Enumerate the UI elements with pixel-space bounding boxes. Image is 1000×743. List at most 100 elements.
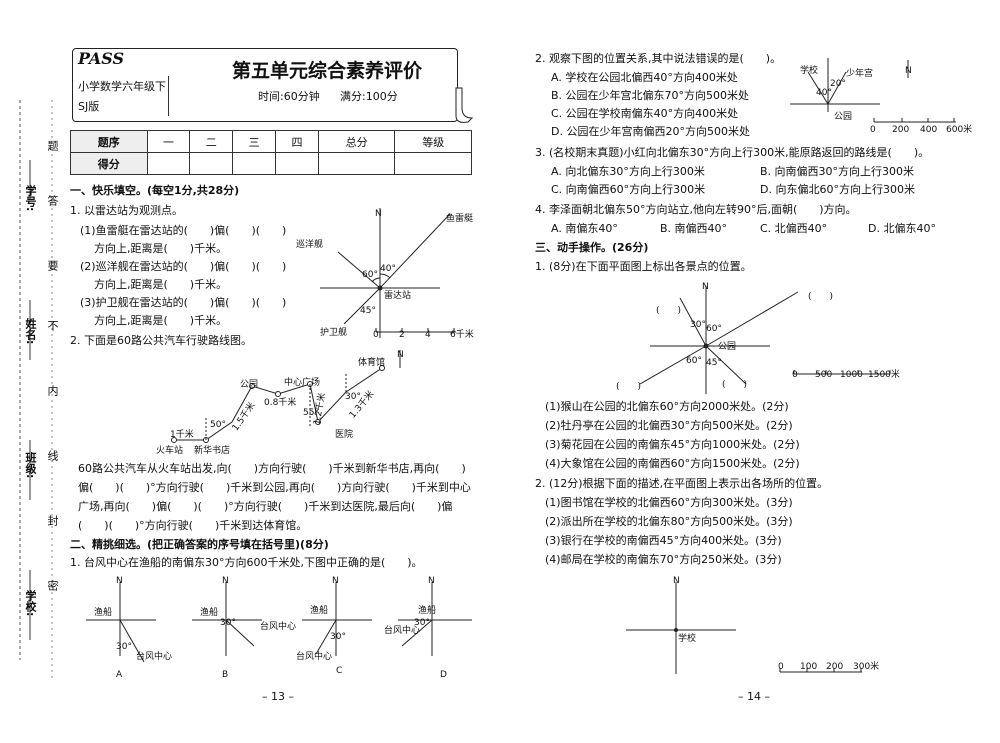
question: 2. 下面是60路公共汽车行驶路线图。 bbox=[70, 334, 252, 347]
option-label[interactable]: C bbox=[336, 666, 343, 676]
north-label: N bbox=[428, 576, 435, 586]
boat-label: 渔船 bbox=[310, 606, 329, 616]
choice[interactable]: B. 公园在少年宫北偏东70°方向500米处 bbox=[551, 89, 750, 102]
youth-palace-label: 少年宫 bbox=[846, 69, 874, 79]
binding-char: 内 bbox=[46, 385, 59, 396]
angle-label: 30° bbox=[116, 642, 132, 652]
scale-label: 2 bbox=[399, 330, 405, 340]
question: 2. (12分)根据下面的描述,在平面图上表示出各场所的位置。 bbox=[535, 477, 829, 490]
choice[interactable]: C. 向南偏西60°方向上行300米 bbox=[551, 183, 706, 196]
angle-label: 55° bbox=[303, 408, 319, 418]
north-label: N bbox=[397, 350, 404, 360]
question: 4. 李泽面朝北偏东50°方向站立,他向左转90°后,面朝( )方向。 bbox=[535, 203, 857, 216]
radar-diagram bbox=[320, 208, 456, 338]
scale-label: 0 bbox=[373, 330, 379, 340]
scale-label: 200 bbox=[892, 125, 910, 135]
score-cell[interactable] bbox=[146, 152, 191, 175]
choice[interactable]: A. 向北偏东30°方向上行300米 bbox=[551, 165, 705, 178]
scale-label: 300米 bbox=[853, 662, 880, 672]
angle-label: 45° bbox=[706, 358, 722, 368]
choice[interactable]: A. 南偏东40° bbox=[551, 222, 618, 235]
answer-blank[interactable]: ( ) bbox=[616, 382, 642, 392]
park-label: 公园 bbox=[718, 342, 737, 352]
scale-label: 500 bbox=[815, 370, 833, 380]
choice[interactable]: C. 北偏西40° bbox=[760, 222, 828, 235]
section-1-heading: 一、快乐填空。(每空1分,共28分) bbox=[70, 184, 240, 197]
table-row: 题序 一 二 三 四 总分 等级 bbox=[70, 130, 472, 153]
angle-label: 50° bbox=[210, 420, 226, 430]
north-label: N bbox=[116, 576, 123, 586]
task: (3)菊花园在公园的南偏东45°方向1000米处。(2分) bbox=[545, 438, 800, 451]
score-cell[interactable] bbox=[394, 152, 472, 175]
school-map bbox=[626, 582, 862, 674]
answer-blank[interactable]: ( ) bbox=[722, 380, 748, 390]
frigate-label: 护卫舰 bbox=[320, 328, 348, 338]
gym-label: 体育馆 bbox=[358, 358, 386, 368]
north-label: N bbox=[673, 576, 680, 586]
answer-blank[interactable]: ( ) bbox=[656, 306, 682, 316]
score-cell[interactable] bbox=[232, 152, 277, 175]
question: 1. 以雷达站为观测点。 bbox=[70, 204, 183, 217]
score-cell[interactable] bbox=[275, 152, 319, 175]
scale-label: 0 bbox=[792, 370, 798, 380]
scale-label: 1500米 bbox=[868, 370, 900, 380]
section-3-heading: 三、动手操作。(26分) bbox=[535, 241, 649, 254]
question: 1. 台风中心在渔船的南偏东30°方向600千米处,下图中正确的是( )。 bbox=[70, 556, 423, 569]
question: 1. (8分)在下面平面图上标出各景点的位置。 bbox=[535, 260, 752, 273]
option-label[interactable]: A bbox=[116, 670, 123, 680]
hospital-label: 医院 bbox=[335, 430, 354, 440]
north-label: N bbox=[375, 209, 382, 219]
torpedo-label: 鱼雷艇 bbox=[446, 214, 474, 224]
choice[interactable]: C. 公园在学校南偏东40°方向400米处 bbox=[551, 107, 739, 120]
scale-label: 100 bbox=[800, 662, 818, 672]
binding-char: 线 bbox=[46, 450, 59, 461]
score-cell[interactable] bbox=[189, 152, 234, 175]
binding-char: 封 bbox=[46, 515, 59, 526]
choice[interactable]: D. 公园在少年宫南偏西20°方向500米处 bbox=[551, 125, 750, 138]
choice[interactable]: D. 向东偏北60°方向上行300米 bbox=[760, 183, 915, 196]
fill-text: 广场,再向( )偏( )( )°方向行驶( )千米到达医院,最后向( )偏 bbox=[78, 500, 453, 513]
task: (3)银行在学校的南偏西45°方向400米处。(3分) bbox=[545, 534, 782, 547]
scale-label: 400 bbox=[920, 125, 938, 135]
table-row: 得分 bbox=[70, 152, 472, 175]
edition: SJ版 bbox=[78, 100, 100, 113]
north-label: N bbox=[222, 576, 229, 586]
typhoon-label: 台风中心 bbox=[296, 652, 333, 662]
binding-lines bbox=[19, 100, 53, 680]
binding-char: 密 bbox=[46, 580, 59, 591]
fill-text: ( )( )°方向行驶( )千米到达体育馆。 bbox=[78, 519, 308, 532]
cruiser-label: 巡洋舰 bbox=[296, 240, 324, 250]
scale-label: 0 bbox=[870, 125, 876, 135]
angle-label: 30° bbox=[330, 632, 346, 642]
score-cell[interactable] bbox=[317, 152, 396, 175]
choice[interactable]: D. 北偏东40° bbox=[868, 222, 936, 235]
question: 方向上,距离是( )千米。 bbox=[94, 314, 228, 327]
binding-char: 答 bbox=[46, 195, 59, 206]
binding-char: 要 bbox=[46, 260, 59, 271]
choice[interactable]: B. 向南偏西30°方向上行300米 bbox=[760, 165, 915, 178]
bookstore-label: 新华书店 bbox=[194, 446, 231, 456]
angle-label: 60° bbox=[686, 356, 702, 366]
answer-blank[interactable]: ( ) bbox=[808, 292, 834, 302]
page-curl-icon bbox=[455, 87, 474, 123]
class-label: 班级: bbox=[24, 452, 37, 479]
angle-label: 30° bbox=[220, 618, 236, 628]
station-label: 雷达站 bbox=[384, 291, 412, 301]
task: (4)大象馆在公园的南偏西60°方向1500米处。(2分) bbox=[545, 457, 800, 470]
option-label[interactable]: B bbox=[222, 670, 229, 680]
page-title: 第五单元综合素养评价 bbox=[232, 60, 423, 82]
angle-label: 40° bbox=[816, 88, 832, 98]
option-label[interactable]: D bbox=[440, 670, 447, 680]
task: (1)猴山在公园的北偏东60°方向2000米处。(2分) bbox=[545, 400, 789, 413]
header-divider bbox=[168, 76, 169, 116]
angle-label: 30° bbox=[345, 392, 361, 402]
north-label: N bbox=[332, 576, 339, 586]
school-label: 学校 bbox=[800, 66, 819, 76]
choice[interactable]: B. 南偏西40° bbox=[660, 222, 728, 235]
task: (4)邮局在学校的南偏东70°方向250米处。(3分) bbox=[545, 553, 782, 566]
distance-label: 0.8千米 bbox=[264, 398, 297, 408]
choice[interactable]: A. 学校在公园北偏西40°方向400米处 bbox=[551, 71, 738, 84]
page-number: – 14 – bbox=[738, 690, 770, 703]
binding-char: 题 bbox=[46, 140, 59, 151]
angle-label: 30° bbox=[690, 320, 706, 330]
